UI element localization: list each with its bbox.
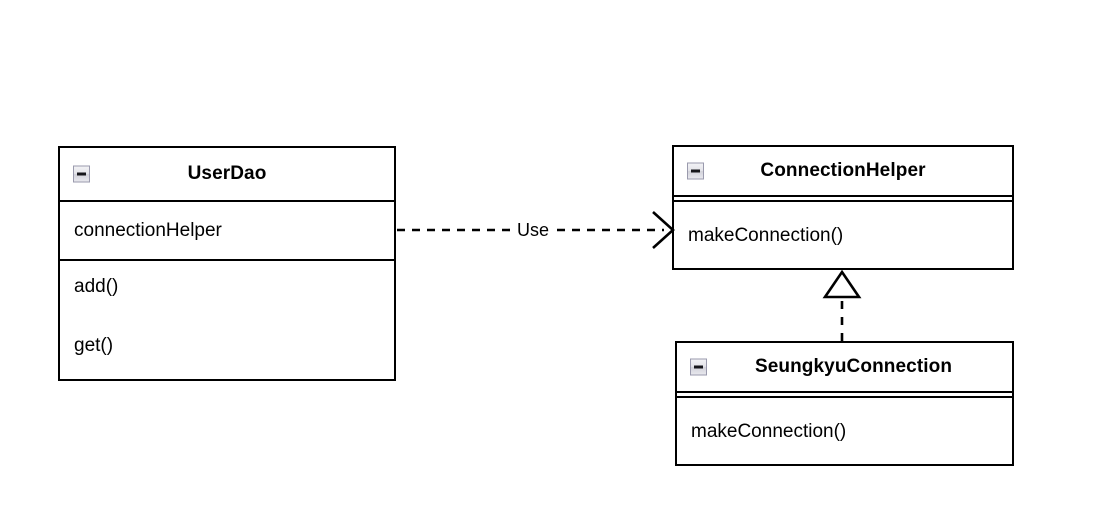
class-name-user-dao: UserDao: [187, 163, 267, 184]
attributes-compartment-seungkyu-connection: [677, 391, 1012, 396]
method-add: add(): [74, 276, 119, 297]
class-title-bar-user-dao: UserDao: [60, 148, 394, 200]
collapse-minus-icon[interactable]: [687, 162, 704, 180]
relationship-label-use: Use: [515, 220, 552, 240]
minus-glyph: [691, 169, 700, 173]
methods-compartment-user-dao: add() get(): [60, 259, 394, 379]
attribute-connection-helper: connectionHelper: [74, 219, 222, 241]
minus-glyph: [77, 172, 86, 176]
method-make-connection: makeConnection(): [688, 224, 844, 246]
collapse-minus-icon[interactable]: [690, 358, 707, 376]
class-title-bar-seungkyu-connection: SeungkyuConnection: [677, 343, 1012, 391]
class-box-seungkyu-connection[interactable]: SeungkyuConnection makeConnection(): [675, 341, 1014, 466]
method-get: get(): [74, 335, 114, 356]
class-name-connection-helper: ConnectionHelper: [760, 160, 926, 181]
class-box-connection-helper[interactable]: ConnectionHelper makeConnection(): [672, 145, 1014, 270]
methods-compartment-connection-helper: makeConnection(): [674, 200, 1012, 268]
realization-connector: [822, 269, 862, 341]
open-arrowhead-icon: [652, 211, 675, 249]
hollow-triangle-icon: [822, 269, 862, 299]
attributes-compartment-connection-helper: [674, 195, 1012, 200]
class-name-seungkyu-connection: SeungkyuConnection: [754, 356, 953, 377]
class-title-bar-connection-helper: ConnectionHelper: [674, 147, 1012, 195]
minus-glyph: [694, 365, 703, 369]
method-make-connection: makeConnection(): [691, 420, 847, 442]
collapse-minus-icon[interactable]: [73, 165, 90, 183]
class-box-user-dao[interactable]: UserDao connectionHelper add() get(): [58, 146, 396, 381]
attributes-compartment-user-dao: connectionHelper: [60, 200, 394, 259]
methods-compartment-seungkyu-connection: makeConnection(): [677, 396, 1012, 464]
